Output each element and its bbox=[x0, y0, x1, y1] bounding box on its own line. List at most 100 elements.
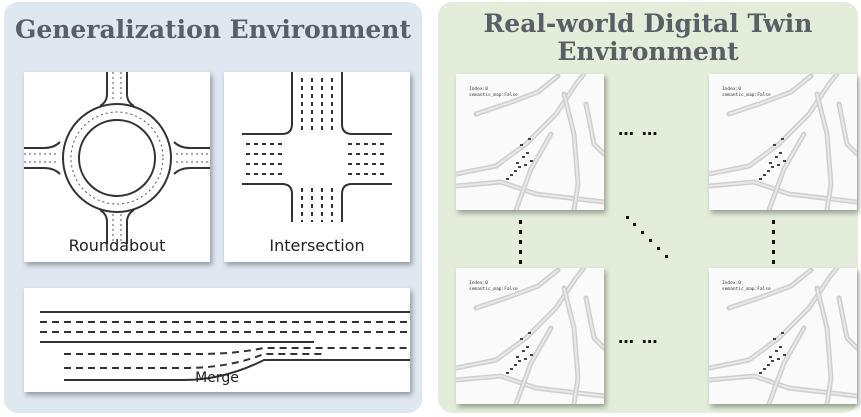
map-tile-top-left: Index:0 semantic_map:False bbox=[456, 74, 604, 210]
map-caption: Index:0 semantic_map:False bbox=[722, 87, 771, 99]
map-vehicle bbox=[759, 372, 762, 374]
horizontal-ellipsis-top: … … bbox=[618, 120, 659, 139]
map-index-text: Index:0 bbox=[722, 87, 741, 92]
map-road-center bbox=[475, 75, 559, 115]
merge-tile: Merge bbox=[24, 288, 410, 392]
map-vehicle bbox=[514, 364, 517, 366]
map-roads bbox=[456, 74, 604, 210]
map-semantic-text: semantic_map:False bbox=[722, 287, 771, 292]
map-vehicle bbox=[522, 350, 525, 352]
map-index-text: Index:0 bbox=[722, 281, 741, 286]
map-roads bbox=[709, 74, 857, 210]
map-vehicle bbox=[526, 152, 529, 154]
map-road-center bbox=[456, 74, 585, 175]
map-roads bbox=[456, 268, 604, 404]
roundabout-diagram bbox=[24, 72, 210, 244]
map-road-center bbox=[709, 74, 838, 175]
map-vehicle bbox=[773, 338, 776, 340]
map-vehicle bbox=[522, 156, 525, 158]
map-vehicle bbox=[518, 166, 521, 168]
map-semantic-text: semantic_map:False bbox=[722, 93, 771, 98]
map-caption: Index:0 semantic_map:False bbox=[469, 87, 518, 99]
map-road-center bbox=[709, 180, 857, 203]
map-road-center bbox=[475, 269, 559, 309]
roundabout-tile: Roundabout bbox=[24, 72, 210, 262]
map-vehicle bbox=[781, 332, 784, 334]
merge-diagram bbox=[40, 311, 410, 381]
map-vehicle bbox=[767, 170, 770, 172]
map-vehicle bbox=[524, 164, 527, 166]
map-vehicle bbox=[510, 368, 513, 370]
map-vehicle bbox=[514, 170, 517, 172]
map-vehicle bbox=[781, 138, 784, 140]
vertical-ellipsis-left bbox=[519, 220, 522, 264]
map-road-center bbox=[768, 327, 805, 404]
map-road-center bbox=[585, 103, 604, 155]
map-vehicle bbox=[775, 156, 778, 158]
generalization-environment-title: Generalization Environment bbox=[14, 15, 412, 44]
roundabout-label: Roundabout bbox=[68, 236, 166, 255]
map-vehicle bbox=[524, 358, 527, 360]
digital-twin-title-line2: Environment bbox=[557, 37, 739, 66]
map-road-center bbox=[709, 268, 838, 369]
map-vehicle bbox=[526, 346, 529, 348]
map-vehicle bbox=[777, 358, 780, 360]
map-vehicle bbox=[763, 368, 766, 370]
map-vehicle bbox=[763, 174, 766, 176]
map-vehicle bbox=[520, 144, 523, 146]
map-road-center bbox=[515, 133, 552, 210]
map-road-center bbox=[515, 327, 552, 404]
map-road-center bbox=[728, 269, 812, 309]
map-road-center bbox=[838, 103, 857, 155]
map-vehicle bbox=[530, 160, 533, 162]
map-vehicle bbox=[506, 178, 509, 180]
map-semantic-text: semantic_map:False bbox=[469, 287, 518, 292]
map-vehicle bbox=[516, 356, 519, 358]
map-vehicle bbox=[771, 166, 774, 168]
map-semantic-text: semantic_map:False bbox=[469, 93, 518, 98]
map-road-center bbox=[768, 133, 805, 210]
map-vehicle bbox=[530, 354, 533, 356]
map-vehicle bbox=[779, 346, 782, 348]
generalization-environment-panel: Generalization Environment bbox=[4, 2, 422, 413]
map-tile-bottom-right: Index:0 semantic_map:False bbox=[709, 268, 857, 404]
map-index-text: Index:0 bbox=[469, 281, 488, 286]
vertical-ellipsis-right bbox=[772, 220, 775, 264]
map-vehicle bbox=[506, 372, 509, 374]
map-road-center bbox=[816, 287, 833, 404]
map-vehicle bbox=[771, 360, 774, 362]
map-vehicle bbox=[775, 350, 778, 352]
map-roads bbox=[709, 268, 857, 404]
map-vehicle bbox=[528, 138, 531, 140]
map-caption: Index:0 semantic_map:False bbox=[469, 281, 518, 293]
map-vehicle bbox=[783, 354, 786, 356]
map-vehicle bbox=[777, 164, 780, 166]
intersection-diagram bbox=[242, 72, 392, 222]
map-road-center bbox=[838, 297, 857, 349]
map-tile-top-right: Index:0 semantic_map:False bbox=[709, 74, 857, 210]
map-road-center bbox=[456, 180, 604, 203]
ellipsis-markers bbox=[519, 216, 775, 264]
map-tile-bottom-left: Index:0 semantic_map:False bbox=[456, 268, 604, 404]
map-vehicle bbox=[759, 178, 762, 180]
digital-twin-title: Real-world Digital Twin Environment bbox=[438, 10, 858, 66]
map-road-center bbox=[456, 268, 585, 369]
map-caption: Index:0 semantic_map:False bbox=[722, 281, 771, 293]
diagonal-ellipsis bbox=[626, 216, 668, 258]
map-road-center bbox=[816, 93, 833, 210]
intersection-label: Intersection bbox=[269, 236, 365, 255]
map-road-center bbox=[728, 75, 812, 115]
intersection-tile: Intersection bbox=[224, 72, 410, 262]
map-vehicle bbox=[516, 162, 519, 164]
map-vehicle bbox=[767, 364, 770, 366]
map-vehicle bbox=[773, 144, 776, 146]
map-road-center bbox=[563, 93, 580, 210]
map-vehicle bbox=[769, 356, 772, 358]
map-vehicle bbox=[769, 162, 772, 164]
map-road-center bbox=[563, 287, 580, 404]
map-vehicle bbox=[783, 160, 786, 162]
horizontal-ellipsis-bottom: … … bbox=[618, 328, 659, 347]
map-road-center bbox=[709, 374, 857, 397]
map-vehicle bbox=[520, 338, 523, 340]
digital-twin-environment-panel: Real-world Digital Twin Environment Inde… bbox=[438, 2, 858, 413]
